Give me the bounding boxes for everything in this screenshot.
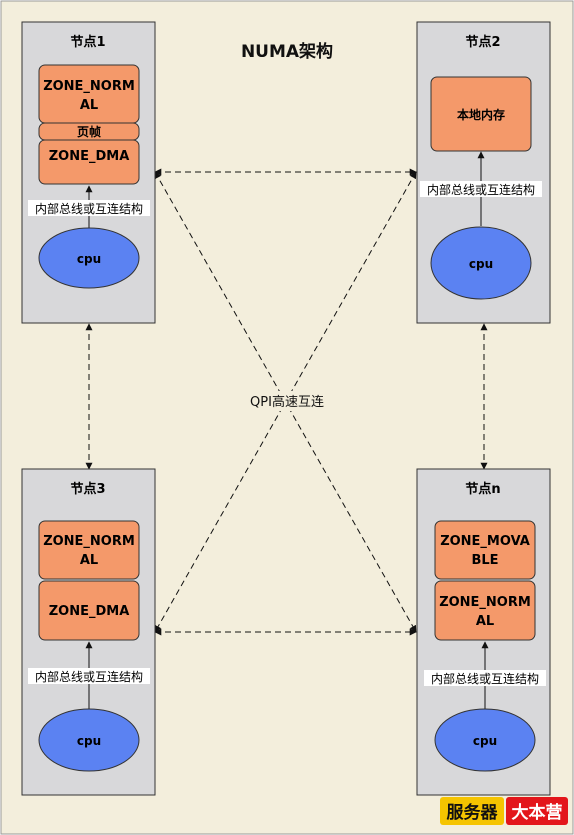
node-3-bus-label-bg [28,668,150,684]
watermark-left-text: 服务器 [447,802,499,823]
node-3-bus-label: 内部总线或互连结构 [35,669,143,684]
node-3-title: 节点3 [70,481,105,497]
node-1-bus-label-bg [28,200,150,216]
node-2-bus-label: 内部总线或互连结构 [427,182,535,197]
node-2-cpu-label: cpu [469,257,493,271]
node-2-bus-label-bg [420,181,542,197]
node-n-zone-movable [434,520,536,580]
node-3-cpu [38,708,140,772]
node-n-cpu [434,708,536,772]
node-n-title: 节点n [465,481,500,497]
node-1-zone-dma-label: ZONE_DMA [49,149,130,164]
node-1-page-frame-label: 页帧 [77,124,101,139]
node-2-cpu [430,226,532,300]
node-3-zone-normal [38,520,140,580]
node-n-zone-normal [434,580,536,641]
interconnect-label: QPI高速互连 [250,394,324,410]
node-2: 节点2 本地内存 内部总线或互连结构 cpu [416,21,551,324]
node-3-zone-dma [38,580,140,641]
node-1-title: 节点1 [70,34,105,50]
node-1-cpu [38,227,140,289]
node-1-zone-dma [38,139,140,185]
node-3-zone-dma-label: ZONE_DMA [49,604,130,619]
node-n-bus-label-bg [424,670,546,686]
interconnect-label-bg [243,391,331,411]
node-1-bus-label: 内部总线或互连结构 [35,201,143,216]
watermark-left-bg [440,797,504,825]
node-2-local-memory-label: 本地内存 [457,107,505,122]
node-n-bus-label: 内部总线或互连结构 [431,671,539,686]
watermark-right-bg [506,797,568,825]
diagram-title: NUMA架构 [241,41,333,62]
watermark: 服务器 大本营 [440,797,568,825]
node-2-title: 节点2 [465,34,500,50]
node-n-cpu-label: cpu [473,734,497,748]
node-3-cpu-label: cpu [77,734,101,748]
node-1-cpu-label: cpu [77,252,101,266]
node-2-local-memory [430,76,532,152]
watermark-right-text: 大本营 [512,802,563,823]
node-1-zone-normal [38,64,140,124]
